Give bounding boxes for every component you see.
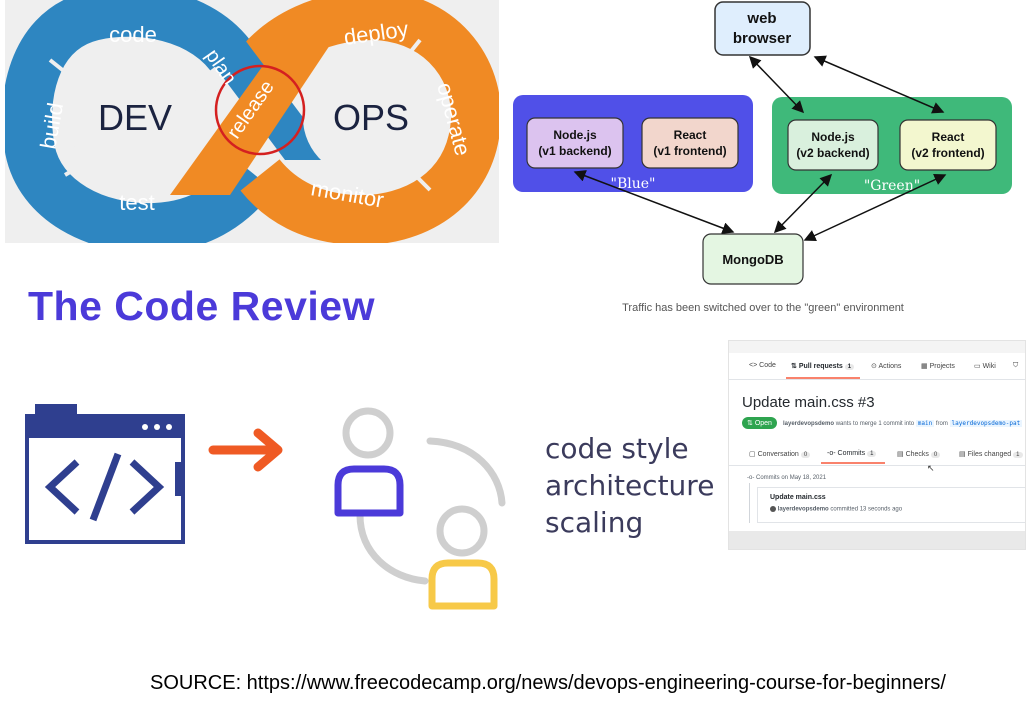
devops-infinity-loop: DEV OPS code build test plan release dep… bbox=[2, 0, 502, 254]
source-citation: SOURCE: https://www.freecodecamp.org/new… bbox=[150, 672, 946, 694]
dev-loop-arc bbox=[2, 0, 275, 254]
aspect-architecture: architecture bbox=[545, 469, 715, 502]
dev-label: DEV bbox=[98, 97, 172, 138]
web-browser-label-2: browser bbox=[733, 30, 792, 47]
v2-frontend-label: React bbox=[932, 130, 965, 144]
arrow-v1-backend-db bbox=[573, 170, 735, 234]
v1-backend-sublabel: (v1 backend) bbox=[538, 144, 611, 158]
head-branch[interactable]: layerdevopsdemo-pat bbox=[949, 420, 1023, 427]
base-branch[interactable]: main bbox=[915, 420, 935, 427]
pr-count-badge: 1 bbox=[844, 364, 855, 370]
v1-backend-label: Node.js bbox=[553, 128, 597, 142]
architecture-svg: web browser Node.js (v1 backend) React (… bbox=[513, 1, 1012, 314]
green-env-label: "Green" bbox=[864, 178, 920, 194]
blue-green-deployment-diagram: web browser Node.js (v1 backend) React (… bbox=[505, 0, 1030, 320]
v2-frontend-sublabel: (v2 frontend) bbox=[911, 146, 984, 160]
aspect-scaling: scaling bbox=[545, 506, 644, 539]
v2-backend-label: Node.js bbox=[811, 130, 855, 144]
mongodb-box bbox=[702, 233, 804, 285]
tab-code[interactable]: <> Code bbox=[749, 362, 776, 369]
reviewers-people-icon bbox=[334, 407, 506, 610]
release-ring bbox=[214, 64, 306, 156]
commit-dot-icon: -o- bbox=[747, 475, 755, 481]
release-band bbox=[170, 35, 330, 195]
v1-frontend-sublabel: (v1 frontend) bbox=[653, 144, 726, 158]
arrow-browser-v2-frontend bbox=[813, 55, 945, 114]
tab-wiki[interactable]: ▭ Wiki bbox=[974, 363, 996, 370]
checks-icon: ▤ bbox=[897, 451, 904, 458]
merge-description: layerdevopsdemo wants to merge 1 commit … bbox=[783, 420, 1023, 427]
arrow-v2-frontend-db bbox=[803, 173, 947, 242]
commit-title[interactable]: Update main.css bbox=[770, 494, 826, 501]
ops-loop-arc bbox=[234, 0, 502, 246]
commit-meta: layerdevopsdemo committed 13 seconds ago bbox=[770, 506, 902, 513]
commit-row[interactable]: Update main.css layerdevopsdemo committe… bbox=[757, 487, 1025, 523]
shield-icon[interactable]: ⛉ bbox=[1013, 362, 1019, 369]
commits-date-header: -o- Commits on May 18, 2021 bbox=[747, 475, 827, 481]
wiki-icon: ▭ bbox=[974, 363, 981, 370]
pr-title: Update main.css #3 bbox=[742, 394, 875, 411]
aspect-code-style: code style bbox=[545, 432, 689, 465]
avatar bbox=[770, 506, 776, 512]
dev-center bbox=[67, 56, 203, 180]
v2-backend-sublabel: (v2 backend) bbox=[796, 146, 869, 160]
mouse-cursor-icon: ↖ bbox=[927, 463, 935, 473]
web-browser-box bbox=[714, 1, 811, 56]
web-browser-label-1: web bbox=[746, 10, 776, 27]
traffic-caption: Traffic has been switched over to the "g… bbox=[622, 302, 904, 314]
tab-actions[interactable]: ⊙ Actions bbox=[871, 363, 902, 370]
projects-icon: ▦ bbox=[921, 363, 928, 370]
v2-backend-box bbox=[787, 119, 879, 171]
v1-backend-box bbox=[526, 117, 624, 169]
commit-icon: -o- bbox=[827, 450, 836, 457]
code-window-icon bbox=[25, 404, 185, 544]
devops-infinity-panel: DEV OPS code build test plan release dep… bbox=[2, 0, 502, 254]
v1-frontend-label: React bbox=[674, 128, 707, 142]
pr-status-badge: ⇅ Open bbox=[742, 417, 777, 429]
stage-code: code bbox=[109, 22, 157, 47]
review-aspects-list: code style architecture scaling bbox=[545, 430, 714, 541]
pull-request-icon: ⇅ bbox=[791, 363, 797, 370]
v1-frontend-box bbox=[641, 117, 739, 169]
ops-label: OPS bbox=[333, 97, 409, 138]
code-review-title: The Code Review bbox=[28, 283, 375, 329]
arrow-browser-v2-backend bbox=[748, 55, 805, 114]
mongodb-label: MongoDB bbox=[722, 252, 783, 267]
tab-projects[interactable]: ▦ Projects bbox=[921, 363, 955, 370]
ops-center bbox=[303, 56, 439, 180]
stage-test: test bbox=[119, 190, 154, 215]
open-pr-icon: ⇅ bbox=[747, 420, 753, 427]
file-diff-icon: ▤ bbox=[959, 451, 966, 458]
v2-frontend-box bbox=[899, 119, 997, 171]
code-icon: <> bbox=[749, 362, 758, 369]
review-arrow-icon bbox=[208, 428, 283, 472]
actions-icon: ⊙ bbox=[871, 363, 877, 370]
conversation-icon: ▢ bbox=[749, 451, 756, 458]
merge-user[interactable]: layerdevopsdemo bbox=[783, 421, 835, 427]
blue-env-label: "Blue" bbox=[611, 176, 656, 192]
